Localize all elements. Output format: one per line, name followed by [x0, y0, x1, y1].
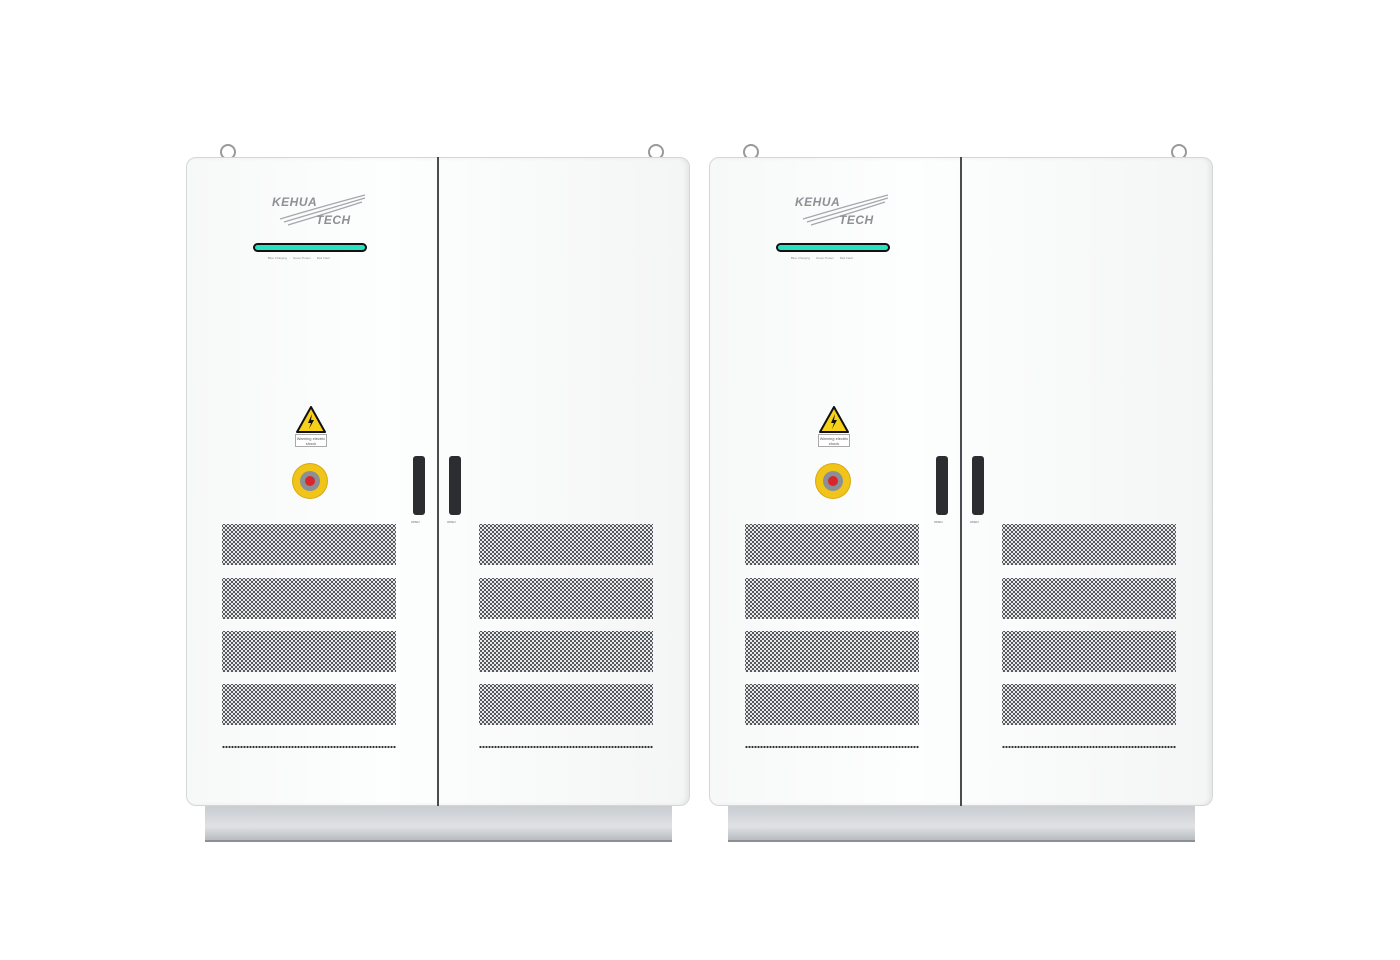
vent-grille	[479, 578, 653, 619]
emergency-stop-button[interactable]	[816, 464, 850, 498]
logo-text-tech: TECH	[839, 213, 874, 227]
led-label: Green Power	[293, 256, 311, 260]
door-seam	[960, 157, 962, 806]
vent-grille	[222, 578, 396, 619]
vent-grille	[745, 524, 919, 565]
kehua-logo: KEHUA TECH	[270, 193, 370, 227]
high-voltage-warning-icon	[296, 406, 326, 433]
cabinet: KEHUA TECH Blue Charging Green Power Red…	[186, 144, 690, 842]
vent-grille	[222, 524, 396, 565]
logo-swoosh-icon	[802, 194, 889, 226]
handle-open-label: OPEN	[970, 520, 979, 524]
vent-strip	[222, 745, 396, 749]
logo-text-tech: TECH	[316, 213, 351, 227]
led-label: Red Fault	[316, 256, 330, 260]
cabinet-base-plinth	[205, 806, 672, 842]
vent-grille	[1002, 578, 1176, 619]
logo-swoosh-icon	[279, 194, 366, 226]
led-label: Red Fault	[839, 256, 853, 260]
status-led-bar	[253, 243, 367, 252]
vent-grille	[1002, 524, 1176, 565]
cabinet: KEHUA TECH Blue Charging Green Power Red…	[709, 144, 1213, 842]
door-handle-left[interactable]: OPEN	[411, 456, 425, 524]
warning-label: Warning electric shock	[818, 434, 850, 447]
led-label: Blue Charging	[268, 256, 288, 260]
led-legend: Blue Charging Green Power Red Fault	[268, 256, 330, 260]
door-handle-right[interactable]: OPEN	[970, 456, 984, 524]
vent-grille	[479, 631, 653, 672]
handle-open-label: OPEN	[934, 520, 943, 524]
status-led-bar	[776, 243, 890, 252]
vent-grille	[745, 578, 919, 619]
door-seam	[437, 157, 439, 806]
vent-grille	[1002, 684, 1176, 725]
handle-open-label: OPEN	[411, 520, 420, 524]
handle-open-label: OPEN	[447, 520, 456, 524]
vent-grille	[479, 524, 653, 565]
door-handle-left[interactable]: OPEN	[934, 456, 948, 524]
high-voltage-warning-icon	[819, 406, 849, 433]
logo-text-kehua: KEHUA	[795, 195, 841, 209]
vent-strip	[1002, 745, 1176, 749]
vent-grille	[1002, 631, 1176, 672]
vent-strip	[745, 745, 919, 749]
vent-grille	[745, 631, 919, 672]
vent-grille	[222, 684, 396, 725]
led-legend: Blue Charging Green Power Red Fault	[791, 256, 853, 260]
vent-grille	[479, 684, 653, 725]
vent-grille	[222, 631, 396, 672]
logo-text-kehua: KEHUA	[272, 195, 318, 209]
warning-label: Warning electric shock	[295, 434, 327, 447]
door-handle-right[interactable]: OPEN	[447, 456, 461, 524]
cabinet-base-plinth	[728, 806, 1195, 842]
led-label: Blue Charging	[791, 256, 811, 260]
vent-grille	[745, 684, 919, 725]
led-label: Green Power	[816, 256, 834, 260]
emergency-stop-button[interactable]	[293, 464, 327, 498]
kehua-logo: KEHUA TECH	[793, 193, 893, 227]
vent-strip	[479, 745, 653, 749]
